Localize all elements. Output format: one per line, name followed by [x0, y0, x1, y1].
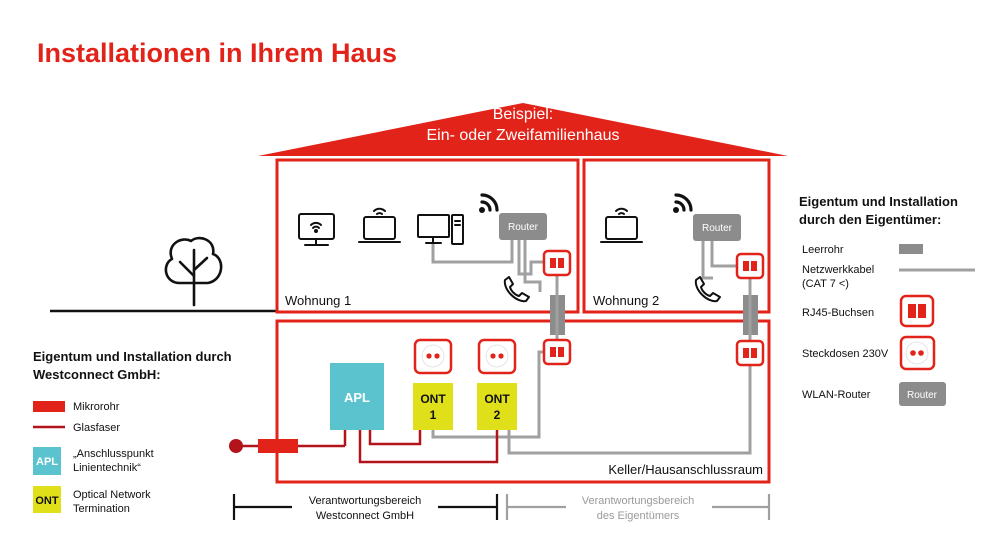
responsibility-westconnect-line2: Westconnect GmbH [316, 510, 414, 522]
roof-label-line1: Beispiel: [493, 106, 553, 123]
phone-icon [503, 276, 530, 303]
ont-1-label-line1: ONT [420, 392, 446, 406]
tv-icon [298, 213, 335, 246]
responsibility-westconnect: Verantwortungsbereich Westconnect GmbH [232, 493, 499, 523]
legend-right-heading-line1: Eigentum und Installation [799, 194, 958, 209]
legend-leerrohr-swatch [899, 244, 923, 254]
tree-icon [164, 236, 223, 307]
legend-left-heading-line1: Eigentum und Installation durch [33, 349, 232, 364]
room-wohnung-1 [275, 158, 580, 314]
legend-rj45-swatch [899, 294, 935, 328]
legend-apl-badge [33, 447, 61, 475]
legend-ont-label-line2: Termination [73, 503, 130, 515]
rj45-socket [735, 339, 765, 367]
apl-box: APL [330, 363, 384, 430]
room-label-keller: Keller/Hausanschlussraum [608, 462, 763, 477]
page-title: Installationen in Ihrem Haus [37, 38, 397, 68]
wifi-icon [479, 193, 499, 213]
legend-router-badge [899, 382, 946, 406]
room-label-wohnung-1: Wohnung 1 [285, 293, 351, 308]
house-entry-point [229, 439, 243, 453]
network-cables [431, 240, 752, 455]
legend-netzwerkkabel-label-line1: Netzwerkkabel [802, 264, 874, 276]
legend-leerrohr-label: Leerrohr [802, 244, 844, 256]
ont-1-label-line2: 1 [430, 408, 437, 422]
legend-mikrorohr-label: Mikrorohr [73, 401, 120, 413]
room-label-wohnung-2: Wohnung 2 [593, 293, 659, 308]
router-wohnung-2: Router [693, 214, 741, 241]
legend-westconnect: Eigentum und Installation durch Westconn… [33, 349, 232, 515]
legend-owner: Eigentum und Installation durch den Eige… [799, 194, 975, 406]
power-socket [477, 338, 517, 375]
responsibility-owner-line2: des Eigentümers [597, 510, 680, 522]
room-keller [275, 319, 771, 484]
mikrorohr-segment [258, 439, 298, 453]
legend-steckdose-swatch [899, 335, 936, 371]
laptop-icon [358, 207, 401, 243]
responsibility-westconnect-line1: Verantwortungsbereich [309, 495, 422, 507]
apl-label: APL [344, 390, 370, 405]
laptop-icon [600, 207, 643, 243]
phone-icon [694, 276, 721, 303]
ont-1: ONT 1 [413, 383, 453, 430]
rj45-socket [542, 338, 572, 366]
router-label: Router [508, 222, 539, 233]
ont-2-label-line2: 2 [494, 408, 501, 422]
legend-netzwerkkabel-label-line2: (CAT 7 <) [802, 278, 849, 290]
ont-2: ONT 2 [477, 383, 517, 430]
legend-ont-badge-label: ONT [35, 495, 59, 507]
power-socket [413, 338, 453, 375]
router-wohnung-1: Router [499, 213, 547, 240]
roof: Beispiel: Ein- oder Zweifamilienhaus [258, 103, 788, 156]
legend-left-heading-line2: Westconnect GmbH: [33, 367, 161, 382]
legend-mikrorohr-swatch [33, 401, 65, 412]
rj45-socket [735, 252, 765, 280]
legend-apl-label-line2: Linientechnik“ [73, 462, 141, 474]
responsibility-owner-line1: Verantwortungsbereich [582, 495, 695, 507]
roof-label-line2: Ein- oder Zweifamilienhaus [427, 127, 620, 144]
desktop-computer-icon [417, 214, 464, 245]
room-wohnung-2 [582, 158, 771, 314]
legend-router-badge-label: Router [907, 390, 938, 401]
responsibility-owner: Verantwortungsbereich des Eigentümers [505, 493, 771, 523]
legend-ont-label-line1: Optical Network [73, 489, 151, 501]
wifi-icon [673, 193, 693, 213]
router-label: Router [702, 223, 733, 234]
rj45-socket [542, 249, 572, 277]
legend-apl-label-line1: „Anschlusspunkt [73, 448, 154, 460]
ont-2-label-line1: ONT [484, 392, 510, 406]
legend-wlan-router-label: WLAN-Router [802, 389, 871, 401]
legend-right-heading-line2: durch den Eigentümer: [799, 212, 941, 227]
legend-ont-badge [33, 486, 61, 513]
fiber-lines [240, 430, 499, 464]
legend-rj45-label: RJ45-Buchsen [802, 307, 874, 319]
legend-glasfaser-label: Glasfaser [73, 422, 120, 434]
legend-apl-badge-label: APL [36, 456, 58, 468]
legend-steckdosen-label: Steckdosen 230V [802, 348, 889, 360]
